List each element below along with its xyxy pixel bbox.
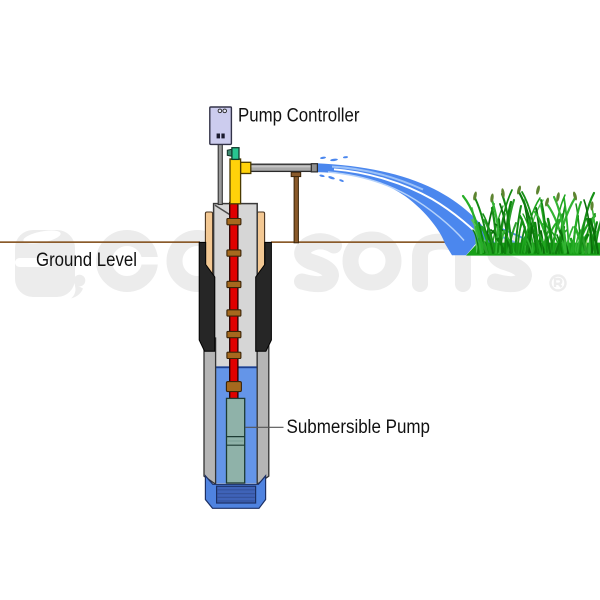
svg-text:Ground Level: Ground Level	[36, 249, 137, 271]
svg-text:Submersible Pump: Submersible Pump	[287, 416, 431, 438]
svg-text:Pump Controller: Pump Controller	[238, 105, 360, 127]
